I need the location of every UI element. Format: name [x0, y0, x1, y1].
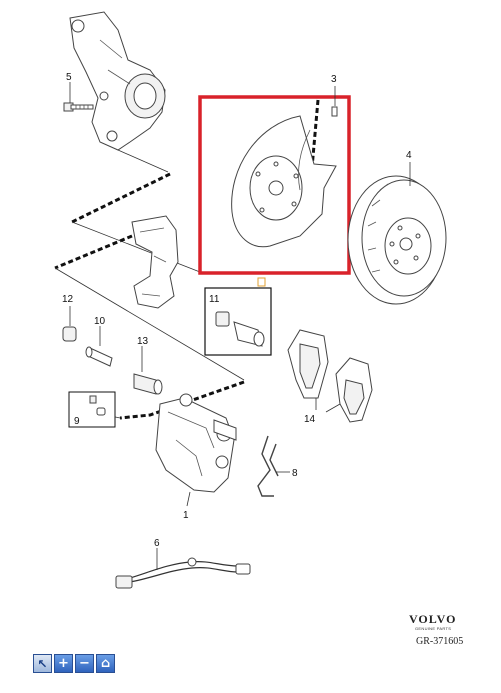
label-part-12: 12 — [62, 294, 74, 305]
brake-pads — [287, 329, 373, 423]
label-part-8: 8 — [292, 468, 298, 479]
assembly-line-pin — [119, 380, 245, 420]
bolt-3 — [331, 86, 338, 117]
shield-marker — [257, 277, 266, 287]
assembly-line-disc — [310, 99, 320, 169]
wear-sensor-cable — [115, 548, 251, 589]
minus-icon: − — [79, 656, 90, 671]
zoom-toolbar: ↖ + − ⌂ — [33, 654, 115, 673]
caliper-bracket — [131, 215, 179, 309]
guide-pin-10 — [85, 326, 113, 367]
steering-knuckle — [69, 11, 166, 151]
cursor-arrow-icon: ↖ — [37, 656, 48, 671]
label-part-3: 3 — [331, 74, 337, 85]
assembly-line-upper — [71, 172, 171, 224]
label-part-14: 14 — [304, 414, 316, 425]
diagram-reference: GR-371605 — [416, 636, 464, 647]
sleeve-13 — [133, 346, 163, 395]
genuine-parts-tagline: GENUINE PARTS — [415, 626, 452, 631]
select-tool-button[interactable]: ↖ — [33, 654, 52, 673]
label-part-11: 11 — [209, 294, 220, 305]
anti-rattle-spring-8 — [257, 435, 290, 497]
label-part-4: 4 — [406, 150, 412, 161]
assembly-line-bracket — [54, 234, 133, 270]
bolt-5 — [63, 102, 94, 112]
label-part-9: 9 — [74, 416, 80, 427]
bleeder-screw-box — [68, 391, 116, 428]
label-part-6: 6 — [154, 538, 160, 549]
label-part-13: 13 — [137, 336, 149, 347]
label-part-5: 5 — [66, 72, 72, 83]
zoom-out-button[interactable]: − — [75, 654, 94, 673]
brake-caliper — [155, 393, 237, 493]
zoom-in-button[interactable]: + — [54, 654, 73, 673]
home-icon: ⌂ — [100, 656, 111, 671]
label-part-1: 1 — [183, 510, 189, 521]
home-button[interactable]: ⌂ — [96, 654, 115, 673]
brake-disc — [347, 175, 447, 305]
bushing-12 — [62, 306, 77, 342]
plus-icon: + — [58, 656, 69, 671]
brake-dust-shield — [231, 115, 337, 248]
guide-pin-kit-box — [204, 287, 272, 356]
label-part-10: 10 — [94, 316, 106, 327]
brake-shield-highlight — [198, 95, 351, 275]
volvo-logo: VOLVO — [409, 612, 457, 626]
